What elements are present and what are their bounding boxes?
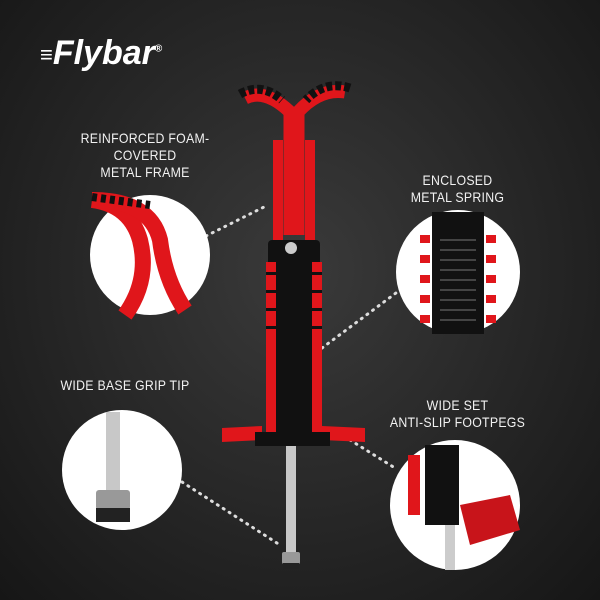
detail-circle-footpegs xyxy=(390,440,520,570)
callout-label-spring: ENCLOSED METAL SPRING xyxy=(410,172,505,205)
detail-circle-grip-tip xyxy=(62,410,182,530)
logo-wings-icon: ≡ xyxy=(40,42,53,68)
connector-frame xyxy=(204,203,270,238)
connector-spring xyxy=(320,288,402,350)
connector-footpegs xyxy=(348,438,397,470)
callout-label-footpegs: WIDE SET ANTI-SLIP FOOTPEGS xyxy=(389,397,526,430)
flybar-logo: ≡Flybar® xyxy=(40,34,163,72)
detail-circle-spring xyxy=(396,210,520,334)
callout-label-frame: REINFORCED FOAM-COVERED METAL FRAME xyxy=(80,130,210,180)
callout-label-grip-tip: WIDE BASE GRIP TIP xyxy=(60,377,190,393)
connector-grip-tip xyxy=(180,480,282,547)
pogo-stick xyxy=(222,81,365,569)
detail-circle-frame xyxy=(90,192,210,320)
